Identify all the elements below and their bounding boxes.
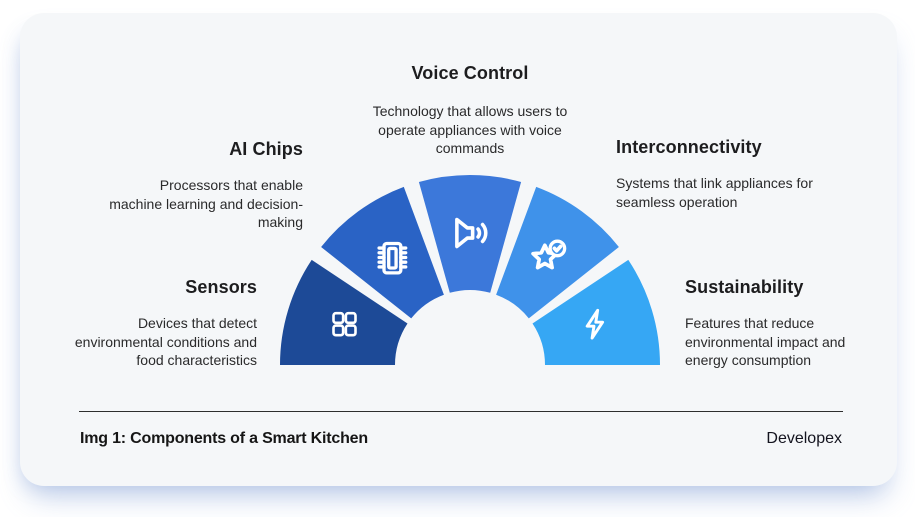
speaker-icon (455, 217, 488, 249)
segment-title: Voice Control (411, 63, 529, 83)
segment-label-sensors: Sensors Devices that detect environmenta… (57, 276, 257, 370)
fan-segment-interconnectivity (496, 186, 619, 319)
fan-segment-sustainability (532, 259, 660, 365)
star-check-icon (531, 239, 567, 270)
grid-icon (332, 311, 357, 337)
figure-caption: Img 1: Components of a Smart Kitchen (80, 430, 368, 447)
segment-title: Interconnectivity (616, 137, 762, 157)
footer-divider (79, 411, 843, 412)
segment-description: Systems that link appliances for seamles… (616, 175, 813, 210)
segment-description: Technology that allows users to operate … (372, 103, 568, 156)
segment-description: Features that reduce environmental impac… (685, 315, 846, 368)
segment-label-sustainability: Sustainability Features that reduce envi… (685, 276, 877, 370)
fan-segment-voice-control (418, 174, 522, 293)
brand-name: Developex (766, 430, 842, 447)
bolt-icon (585, 308, 605, 340)
chip-icon (377, 241, 408, 275)
segment-description: Processors that enable machine learning … (109, 177, 303, 230)
fan-segment-sensors (279, 259, 408, 365)
segment-title: AI Chips (229, 139, 303, 159)
segment-description: Devices that detect environmental condit… (74, 315, 257, 368)
fan-segment-ai-chips (321, 186, 444, 319)
segment-label-interconnectivity: Interconnectivity Systems that link appl… (616, 136, 848, 211)
segment-label-ai-chips: AI Chips Processors that enable machine … (108, 138, 303, 232)
infographic-card: Voice Control Technology that allows use… (20, 13, 897, 486)
segment-title: Sensors (185, 277, 257, 297)
segment-title: Sustainability (685, 277, 804, 297)
segment-label-voice-control: Voice Control Technology that allows use… (355, 62, 585, 158)
